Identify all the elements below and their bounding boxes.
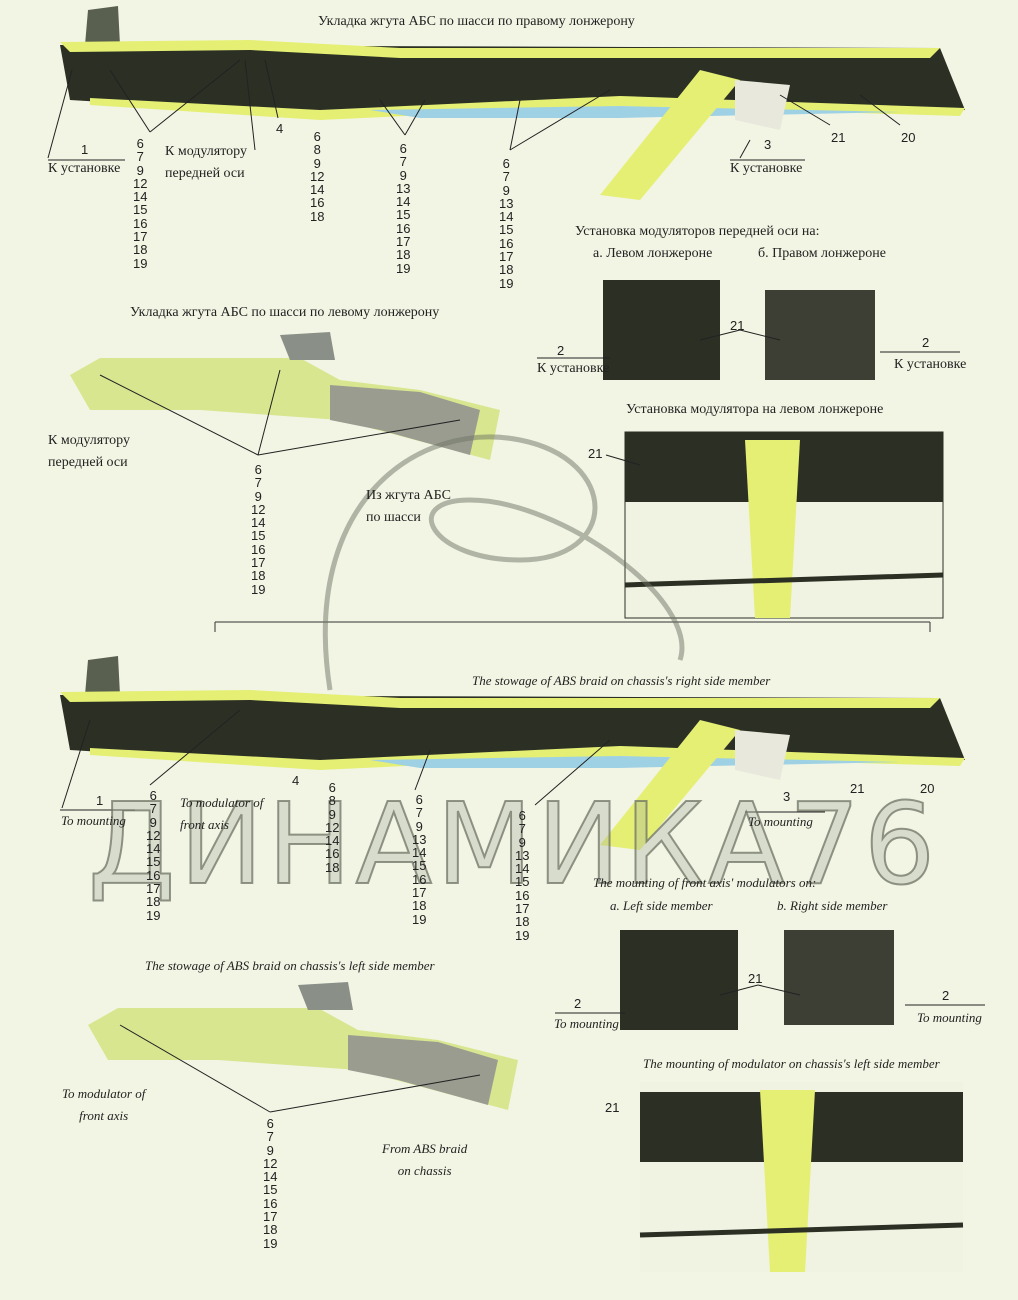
label-to-mounting-en-2a: To mounting	[554, 1016, 619, 1031]
callout-21: 21	[748, 971, 763, 986]
callout-3: 3	[764, 137, 772, 152]
callout-2: 2	[942, 988, 950, 1003]
chassis-right-member-ru	[60, 6, 965, 200]
chassis-left-member-ru	[70, 332, 500, 460]
photo-left-member-ru	[603, 280, 720, 380]
photo-right-member-en	[784, 930, 894, 1025]
callout-20: 20	[901, 130, 916, 145]
callout-21: 21	[605, 1100, 620, 1115]
title-left-member-en: The stowage of ABS braid on chassis's le…	[145, 958, 435, 973]
label-to-mounting-en-3: To mounting	[748, 814, 813, 829]
label-to-mounting-ru-2a: К установке	[537, 361, 610, 376]
label-to-mounting-ru-3: К установке	[730, 161, 803, 176]
label-to-modulator-ru-left: К модулятору передней оси	[48, 433, 130, 470]
label-from-braid-ru: Из жгута АБС по шасси	[366, 488, 451, 525]
title-left-member-ru: Укладка жгута АБС по шасси по левому лон…	[130, 305, 440, 320]
callout-3: 3	[783, 789, 791, 804]
modulator-left-title-ru: Установка модулятора на левом лонжероне	[626, 402, 884, 417]
callout-2: 2	[574, 996, 582, 1011]
callout-2: 2	[922, 335, 930, 350]
right-member-ru: б. Правом лонжероне	[758, 246, 886, 261]
callout-list: 6 7 9 12 14 15 16 17 18 19	[146, 788, 161, 923]
callout-list: 6 7 9 13 14 15 16 17 18 19	[396, 141, 411, 276]
label-from-braid-en: From ABS braid on chassis	[382, 1141, 468, 1178]
left-member-ru: а. Левом лонжероне	[593, 246, 713, 261]
callout-21: 21	[730, 318, 745, 333]
callout-1: 1	[81, 142, 89, 157]
label-to-mounting-en-2b: To mounting	[917, 1010, 982, 1025]
right-member-en: b. Right side member	[777, 898, 888, 913]
callout-20: 20	[920, 781, 935, 796]
label-to-modulator-en: To modulator of front axis	[180, 795, 264, 832]
callout-list: 6 7 9 13 14 15 16 17 18 19	[499, 156, 514, 291]
title-right-member-en: The stowage of ABS braid on chassis's ri…	[472, 673, 771, 688]
chassis-right-member-en	[60, 656, 965, 850]
modulators-title-ru: Установка модуляторов передней оси на:	[575, 224, 820, 239]
watermark-logo: ДИНАМИКА76	[87, 779, 940, 911]
label-to-modulator-ru: К модулятору передней оси	[165, 144, 247, 181]
callout-1: 1	[96, 793, 104, 808]
callout-list: 6 8 9 12 14 16 18	[310, 129, 325, 224]
callout-21: 21	[831, 130, 846, 145]
chassis-left-member-en	[88, 982, 518, 1110]
callout-list: 6 7 9 13 14 15 16 17 18 19	[412, 792, 427, 927]
title-right-member-ru: Укладка жгута АБС по шасси по правому ло…	[318, 14, 635, 29]
modulators-title-en: The mounting of front axis' modulators o…	[593, 875, 817, 890]
modulator-left-title-en: The mounting of modulator on chassis's l…	[643, 1056, 940, 1071]
callout-list: 6 7 9 12 14 15 16 17 18 19	[133, 136, 148, 271]
label-to-modulator-en-left: To modulator of front axis	[62, 1086, 146, 1123]
photo-right-member-ru	[765, 290, 875, 380]
callout-21: 21	[588, 446, 603, 461]
callout-4: 4	[276, 121, 284, 136]
watermark-swirl-icon	[322, 434, 685, 691]
callout-list: 6 7 9 13 14 15 16 17 18 19	[515, 808, 530, 943]
photo-left-member-en	[620, 930, 738, 1030]
callout-4: 4	[292, 773, 300, 788]
label-to-mounting-ru: К установке	[48, 161, 121, 176]
callout-21: 21	[850, 781, 865, 796]
label-to-mounting-en: To mounting	[61, 813, 126, 828]
callout-list: 6 7 9 12 14 15 16 17 18 19	[251, 462, 266, 597]
callout-2: 2	[557, 343, 565, 358]
label-to-mounting-ru-2b: К установке	[894, 357, 967, 372]
callout-list: 6 8 9 12 14 16 18	[325, 780, 340, 875]
left-member-en: a. Left side member	[610, 898, 713, 913]
callout-list: 6 7 9 12 14 15 16 17 18 19	[263, 1116, 278, 1251]
